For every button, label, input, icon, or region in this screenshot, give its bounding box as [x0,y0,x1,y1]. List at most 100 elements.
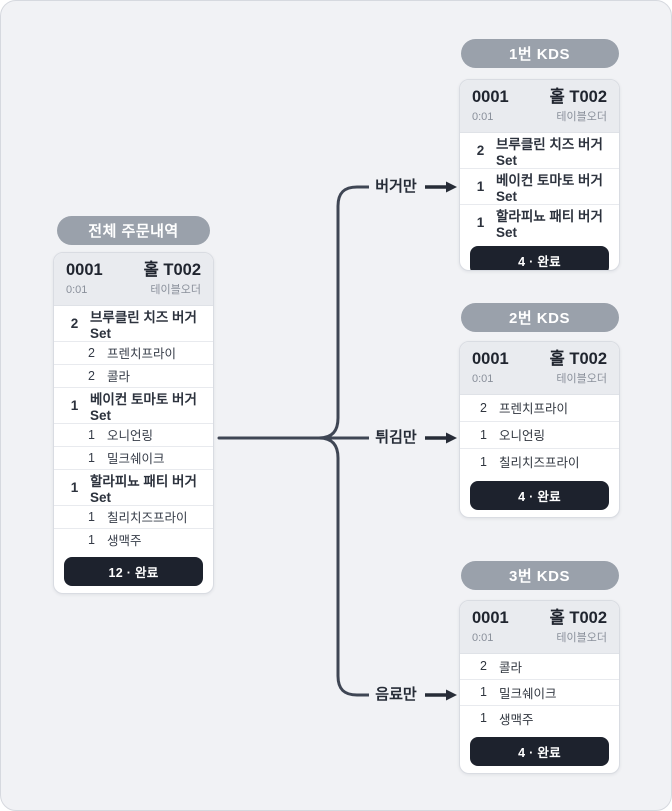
item-qty: 1 [476,178,485,194]
item-name: 칠리치즈프라이 [499,456,580,471]
order-item-row: 1 할라피뇨 패티 버거 Set [460,203,619,240]
order-card-header: 0001 홀 T002 0:01 테이블오더 [460,601,619,654]
item-name: 브루클린 치즈 버거 Set [496,136,603,168]
kds-2-group: 2번 KDS 0001 홀 T002 0:01 테이블오더 2 프렌치프라이 [459,303,620,518]
item-qty: 1 [480,454,487,469]
order-item-row: 1 밀크쉐이크 [460,678,619,705]
order-item-list: 2 브루클린 치즈 버거 Set 1 베이컨 토마토 버거 Set 1 할라피뇨… [460,133,619,240]
card-footer: 4 · 완료 [460,240,619,270]
item-name: 생맥주 [107,534,142,549]
branch-line-bottom [317,436,371,697]
item-name: 베이컨 토마토 버거 Set [90,391,197,423]
order-item-list: 2 브루클린 치즈 버거 Set 2 프렌치프라이 2 콜라 1 [54,306,213,551]
item-qty: 1 [70,397,79,413]
kds-2-badge: 2번 KDS [460,303,619,332]
kds-3-card: 0001 홀 T002 0:01 테이블오더 2 콜라 1 [459,600,620,774]
order-item-list: 2 프렌치프라이 1 오니언링 1 칠리치즈프라이 [460,395,619,475]
elapsed-time: 0:01 [472,111,494,124]
master-order-card: 0001 홀 T002 0:01 테이블오더 2 브루클린 치즈 버거 Set [53,252,214,594]
kds-1-card: 0001 홀 T002 0:01 테이블오더 2 브루클린 치즈 버거 Set [459,79,620,271]
branch-label-drinks: 음료만 [369,684,423,706]
order-item-row: 1 생맥주 [460,704,619,731]
item-name: 오니언링 [499,429,546,444]
order-item-row: 2 프렌치프라이 [460,395,619,421]
kds-1-group: 1번 KDS 0001 홀 T002 0:01 테이블오더 2 브루클린 치즈 … [459,39,620,271]
master-order-group: 전체 주문내역 0001 홀 T002 0:01 테이블오더 2 브루클린 치즈… [53,216,214,594]
item-name: 칠리치즈프라이 [107,511,188,526]
order-number: 0001 [472,88,509,106]
order-type: 테이블오더 [556,373,607,386]
complete-button[interactable]: 12 · 완료 [64,557,203,586]
order-item-row: 1 할라피뇨 패티 버거 Set [54,468,213,505]
order-number: 0001 [472,350,509,368]
complete-button[interactable]: 4 · 완료 [470,737,609,766]
elapsed-time: 0:01 [66,284,88,297]
order-item-row: 2 브루클린 치즈 버거 Set [54,306,213,341]
order-item-row: 2 콜라 [460,654,619,679]
card-footer: 4 · 완료 [460,475,619,517]
arrow-icon [425,181,457,193]
item-name: 할라피뇨 패티 버거 Set [90,473,197,505]
item-name: 오니언링 [107,429,154,444]
order-number: 0001 [66,261,103,279]
order-card-header: 0001 홀 T002 0:01 테이블오더 [460,342,619,395]
item-qty: 1 [88,509,95,524]
card-footer: 12 · 완료 [54,551,213,593]
arrow-icon [425,689,457,701]
elapsed-time: 0:01 [472,632,494,645]
item-name: 할라피뇨 패티 버거 Set [496,208,603,240]
kds-2-card: 0001 홀 T002 0:01 테이블오더 2 프렌치프라이 1 [459,341,620,518]
item-name: 콜라 [107,370,131,385]
item-qty: 1 [88,427,95,442]
order-item-row: 1 칠리치즈프라이 [460,447,619,475]
item-qty: 2 [480,400,487,415]
item-qty: 1 [480,685,487,700]
item-qty: 1 [70,479,79,495]
order-item-row: 1 베이컨 토마토 버거 Set [54,386,213,423]
table-label: 홀 T002 [549,88,607,106]
table-label: 홀 T002 [549,350,607,368]
item-qty: 2 [70,315,79,331]
item-qty: 1 [480,427,487,442]
table-label: 홀 T002 [549,609,607,627]
kds-3-group: 3번 KDS 0001 홀 T002 0:01 테이블오더 2 콜라 [459,561,620,774]
master-order-badge: 전체 주문내역 [57,216,210,245]
item-qty: 2 [88,345,95,360]
branch-line-top [317,185,371,440]
item-name: 밀크쉐이크 [499,686,557,701]
table-label: 홀 T002 [143,261,201,279]
order-item-list: 2 콜라 1 밀크쉐이크 1 생맥주 [460,654,619,731]
order-item-row: 2 프렌치프라이 [54,340,213,364]
order-item-row: 1 밀크쉐이크 [54,445,213,469]
order-item-row: 2 브루클린 치즈 버거 Set [460,133,619,168]
arrow-icon [425,432,457,444]
order-item-row: 2 콜라 [54,363,213,387]
order-type: 테이블오더 [150,284,201,297]
branch-label-burgers: 버거만 [369,176,423,198]
item-name: 생맥주 [499,712,534,727]
item-name: 밀크쉐이크 [107,452,165,467]
branch-label-fried: 튀김만 [369,427,423,449]
item-name: 프렌치프라이 [107,347,177,362]
order-item-row: 1 칠리치즈프라이 [54,504,213,528]
order-type: 테이블오더 [556,111,607,124]
item-qty: 1 [480,711,487,726]
order-item-row: 1 오니언링 [460,420,619,448]
elapsed-time: 0:01 [472,373,494,386]
item-qty: 2 [480,659,487,674]
order-item-row: 1 생맥주 [54,527,213,551]
order-type: 테이블오더 [556,632,607,645]
complete-button[interactable]: 4 · 완료 [470,481,609,510]
item-qty: 2 [476,142,485,158]
order-item-row: 1 베이컨 토마토 버거 Set [460,167,619,204]
order-card-header: 0001 홀 T002 0:01 테이블오더 [54,253,213,306]
item-name: 브루클린 치즈 버거 Set [90,309,197,341]
item-qty: 2 [88,368,95,383]
item-name: 베이컨 토마토 버거 Set [496,172,603,204]
order-card-header: 0001 홀 T002 0:01 테이블오더 [460,80,619,133]
item-qty: 1 [476,214,485,230]
complete-button[interactable]: 4 · 완료 [470,245,609,270]
order-number: 0001 [472,609,509,627]
item-qty: 1 [88,532,95,547]
